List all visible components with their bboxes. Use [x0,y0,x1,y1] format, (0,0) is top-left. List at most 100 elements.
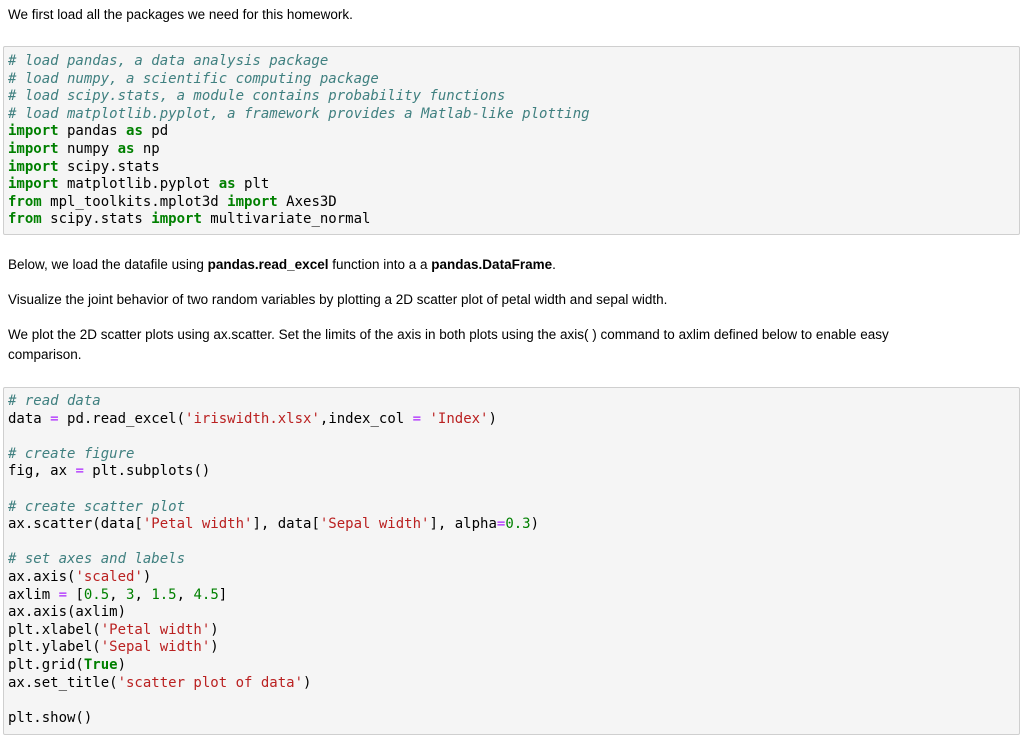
code-token: plt.subplots() [83,463,211,480]
code-token: numpy [58,140,118,157]
code-token: import [8,176,59,193]
code-token: # set axes and labels [8,551,186,568]
load-description-end: . [552,257,556,272]
code-token: ) [488,410,497,427]
code-token: ) [530,516,540,533]
code-line: fig, ax = plt.subplots() [8,463,1019,481]
code-token: scipy.stats [58,158,160,175]
code-token: np [134,140,160,157]
code-token: ax.axis( [8,568,76,585]
code-token: 3 [126,586,135,603]
code-line: from mpl_toolkits.mplot3d import Axes3D [8,194,1019,212]
code-token: # create figure [8,445,135,462]
code-line: # load numpy, a scientific computing pac… [8,71,1019,89]
code-token: plt [235,176,270,193]
code-line: # set axes and labels [8,551,1019,569]
code-line: import pandas as pd [8,123,1019,141]
code-token: plt.show() [8,709,93,726]
code-token: as [126,123,143,140]
code-token: 'scatter plot of data' [117,674,304,691]
code-token: ], alpha [429,516,497,533]
code-token: 'Sepal width' [319,516,430,533]
code-line: import numpy as np [8,141,1019,159]
code-token: ) [142,568,152,585]
code-token: True [83,656,118,673]
code-cell-imports[interactable]: # load pandas, a data analysis package# … [3,46,1020,235]
code-token: ], data[ [252,516,320,533]
code-token: ) [117,656,127,673]
code-token: = [496,516,506,533]
code-line: import matplotlib.pyplot as plt [8,176,1019,194]
code-line: ax.axis(axlim) [8,604,1019,622]
code-line: plt.xlabel('Petal width') [8,622,1019,640]
code-token: as [218,176,236,193]
code-token: pd [142,123,169,140]
load-description-text: Below, we load the datafile using [8,257,208,272]
code-token: 'Petal width' [142,516,253,533]
code-token: [ [67,586,84,603]
scatter-instructions-line1: We plot the 2D scatter plots using ax.sc… [8,327,889,342]
code-token: 0.3 [505,516,531,533]
code-token: import [8,123,59,140]
code-token: 'iriswidth.xlsx' [185,410,320,427]
code-token: ax.set_title( [8,674,118,691]
code-token: matplotlib.pyplot [58,176,219,193]
code-token: # load pandas, a data analysis package [8,53,329,69]
code-line: import scipy.stats [8,159,1019,177]
code-token: pd.read_excel( [58,410,186,427]
code-token: 'Petal width' [100,621,211,638]
code-token: # load numpy, a scientific computing pac… [8,70,379,87]
code-line: ax.scatter(data['Petal width'], data['Se… [8,516,1019,534]
code-token: pandas [58,123,127,140]
code-line: plt.show() [8,710,1019,728]
code-token: # load scipy.stats, a module contains pr… [8,88,506,105]
code-line: # load scipy.stats, a module contains pr… [8,88,1019,106]
code-token: ,index_col [319,410,413,427]
code-token: 'Sepal width' [100,639,211,656]
code-token: 1.5 [151,586,177,603]
scatter-instructions: We plot the 2D scatter plots using ax.sc… [8,325,889,365]
code-line: ax.axis('scaled') [8,569,1019,587]
code-line: # load pandas, a data analysis package [8,53,1019,71]
read-excel-ref: pandas.read_excel [207,257,329,272]
code-token: axlim [8,586,59,603]
code-token: # read data [8,393,101,409]
scatter-instructions-line2: comparison. [8,347,82,362]
code-token: as [117,140,135,157]
code-token: ) [210,621,219,638]
code-token: 'Index' [429,410,489,427]
code-line: # load matplotlib.pyplot, a framework pr… [8,106,1019,124]
code-token: Axes3D [277,193,337,210]
code-token: ] [218,586,228,603]
code-token: import [151,211,202,228]
code-token: import [8,158,59,175]
code-token: plt.xlabel( [8,621,101,638]
code-token: = [50,410,59,427]
code-token: 0.5 [83,586,110,603]
code-token: plt.grid( [8,656,84,673]
code-token: , [176,586,194,603]
code-token: plt.ylabel( [8,639,101,656]
code-token: fig, ax [8,463,76,480]
code-token: ax.axis(axlim) [8,604,127,621]
code-line: # read data [8,393,1019,411]
code-token: from [8,211,42,228]
code-token: import [8,140,59,157]
dataframe-ref: pandas.DataFrame [431,257,553,272]
code-token: 'scaled' [75,568,143,585]
code-token: ) [210,639,219,656]
code-token: scipy.stats [41,211,152,228]
intro-text: We first load all the packages we need f… [8,7,353,22]
code-token: import [227,193,278,210]
code-token: , [134,586,152,603]
code-line: # create figure [8,446,1019,464]
code-token: from [8,193,42,210]
code-token: mpl_toolkits.mplot3d [41,193,228,210]
code-line: axlim = [0.5, 3, 1.5, 4.5] [8,587,1019,605]
visualize-description: Visualize the joint behavior of two rand… [8,292,668,307]
code-token: # create scatter plot [8,498,186,515]
code-token: # load matplotlib.pyplot, a framework pr… [8,105,590,122]
code-token: = [58,586,68,603]
